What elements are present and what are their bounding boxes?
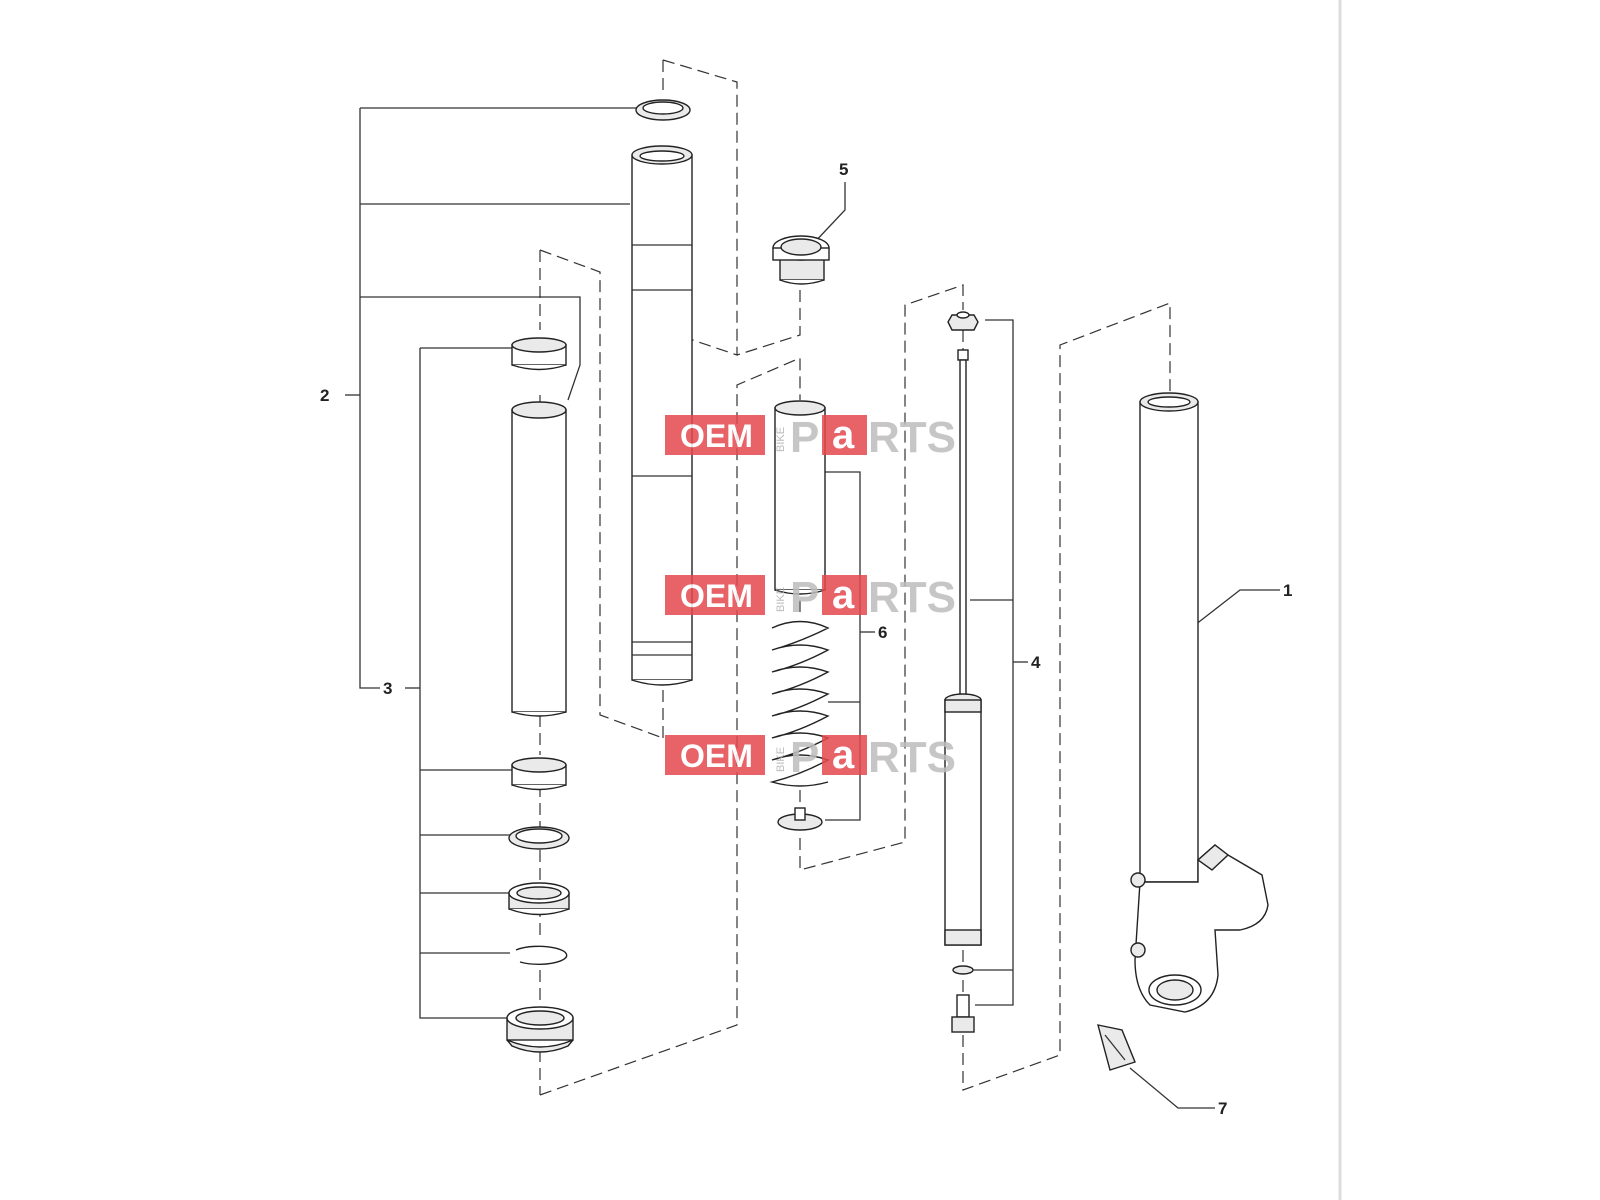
watermark-bike-text: BIKE xyxy=(775,747,787,772)
watermark-bike-text: BIKE xyxy=(775,427,787,452)
callout-7: 7 xyxy=(1218,1099,1227,1118)
cartridge-body xyxy=(944,693,982,946)
watermark-a-text: a xyxy=(832,573,855,617)
callout-3: 3 xyxy=(383,679,392,698)
watermark-middle: OEM BIKE P a RTS xyxy=(665,573,956,622)
watermark-p-text: P xyxy=(790,413,819,462)
watermark-bike-text: BIKE xyxy=(775,587,787,612)
upper-bushing xyxy=(511,337,567,371)
oil-seal xyxy=(508,882,570,916)
callout-4: 4 xyxy=(1031,653,1041,672)
leader-lines xyxy=(345,107,1280,1109)
spring-seat xyxy=(777,807,823,831)
watermark-top: OEM BIKE P a RTS xyxy=(665,413,956,462)
watermark-bottom: OEM BIKE P a RTS xyxy=(665,733,956,782)
cartridge-bolt xyxy=(951,994,975,1033)
inner-sleeve xyxy=(511,401,567,717)
fork-spring xyxy=(769,620,830,787)
watermark-a-text: a xyxy=(832,413,855,457)
watermark-p-text: P xyxy=(790,733,819,782)
watermark-rts-text: RTS xyxy=(868,733,956,782)
watermark-a-text: a xyxy=(832,733,855,777)
watermark-oem-text: OEM xyxy=(680,738,753,774)
dust-seal xyxy=(506,1006,574,1053)
cartridge-nut xyxy=(947,311,979,331)
watermark-rts-text: RTS xyxy=(868,413,956,462)
callout-labels: 1 2 3 4 5 6 7 xyxy=(320,160,1292,1118)
callout-2: 2 xyxy=(320,386,329,405)
watermark-rts-text: RTS xyxy=(868,573,956,622)
decal xyxy=(1097,1024,1136,1071)
watermark-p-text: P xyxy=(790,573,819,622)
circlip xyxy=(515,945,568,965)
callout-1: 1 xyxy=(1283,581,1292,600)
fork-cap xyxy=(772,235,830,285)
assembly-guides xyxy=(539,59,1171,1096)
cartridge-washer xyxy=(952,965,974,975)
top-ring xyxy=(635,99,691,121)
washer xyxy=(508,826,570,850)
fork-leg xyxy=(1130,392,1269,1013)
damper-rod xyxy=(957,349,969,706)
watermark-oem-text: OEM xyxy=(680,418,753,454)
spacer-tube xyxy=(774,400,826,595)
lower-bushing xyxy=(511,757,567,791)
callout-6: 6 xyxy=(878,623,887,642)
callout-5: 5 xyxy=(839,160,848,179)
watermark-oem-text: OEM xyxy=(680,578,753,614)
